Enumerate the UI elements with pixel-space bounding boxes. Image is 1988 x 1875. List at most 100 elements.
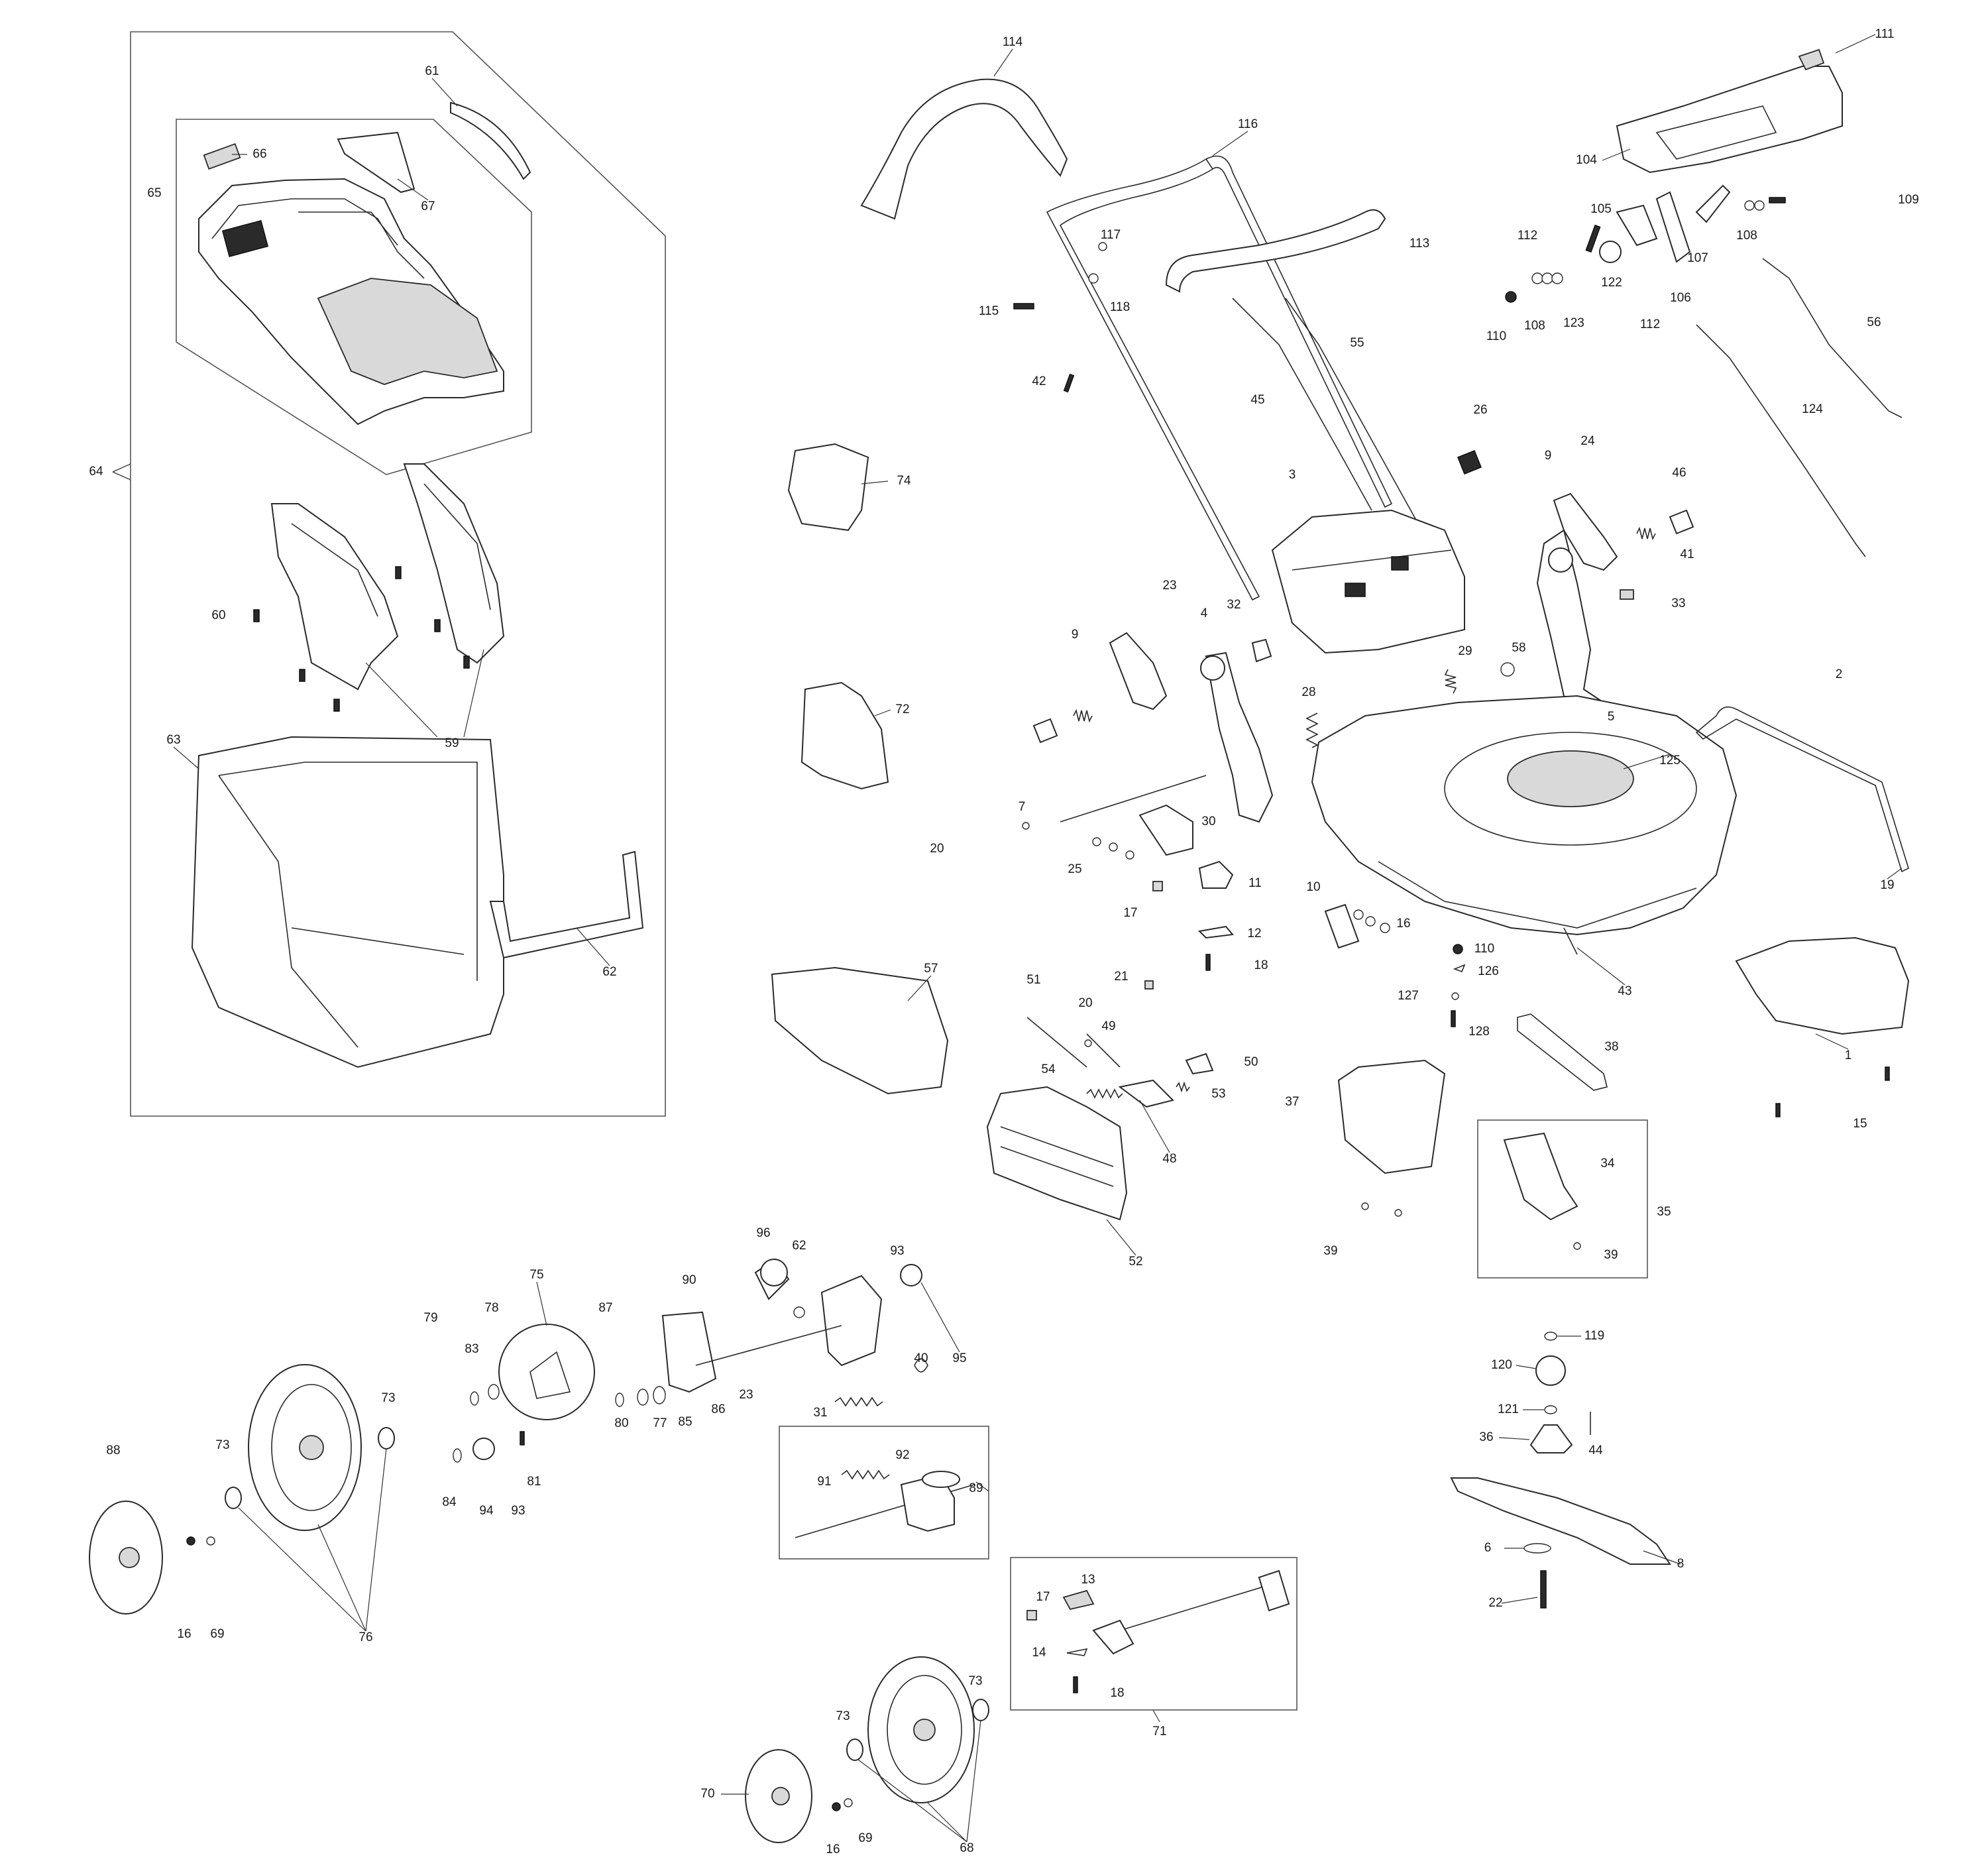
part-label-49: 49 — [1101, 1019, 1115, 1033]
adapter-34 — [1503, 1132, 1578, 1221]
part-label-87: 87 — [598, 1301, 612, 1315]
part-label-16: 16 — [177, 1627, 191, 1641]
part-label-20: 20 — [930, 842, 944, 856]
part-label-110: 110 — [1486, 329, 1506, 343]
part-label-66: 66 — [252, 147, 266, 161]
part-label-4: 4 — [1201, 606, 1208, 620]
part-label-123: 123 — [1563, 316, 1584, 330]
throttle-part-26 — [1457, 450, 1482, 475]
part-label-119: 119 — [1584, 1329, 1604, 1343]
top-cover — [1616, 66, 1843, 174]
part-label-18: 18 — [1254, 958, 1268, 972]
part-label-23: 23 — [1162, 579, 1176, 593]
bracket-105 — [1616, 204, 1658, 247]
part-label-15: 15 — [1853, 1117, 1867, 1131]
part-label-71: 71 — [1152, 1725, 1166, 1738]
screw-42 — [1063, 373, 1075, 393]
part-label-56: 56 — [1867, 315, 1881, 329]
part-label-12: 12 — [1247, 927, 1261, 940]
bracket-48 — [1118, 1079, 1174, 1108]
part-label-79: 79 — [423, 1311, 437, 1325]
part-label-125: 125 — [1659, 754, 1681, 767]
part-label-122: 122 — [1601, 276, 1622, 290]
part-label-128: 128 — [1468, 1025, 1490, 1039]
part-label-112: 112 — [1640, 317, 1660, 331]
part-label-24: 24 — [1580, 434, 1595, 448]
part-label-126: 126 — [1478, 964, 1499, 978]
bushing-62-lower — [793, 1306, 805, 1318]
blade-8 — [1450, 1477, 1671, 1565]
part-label-96: 96 — [756, 1226, 770, 1240]
part-label-38: 38 — [1604, 1040, 1618, 1054]
part-label-117: 117 — [1101, 228, 1121, 242]
pivot-disc-left — [1200, 655, 1225, 681]
washer-121 — [1544, 1405, 1557, 1414]
part-label-42: 42 — [1032, 374, 1046, 388]
bolt-109 — [1769, 197, 1786, 203]
part-label-112: 112 — [1518, 229, 1537, 243]
part-label-37: 37 — [1285, 1095, 1299, 1109]
rear-cover — [1735, 937, 1910, 1035]
part-label-7: 7 — [1019, 800, 1026, 814]
clip-20-lower — [1084, 1039, 1092, 1047]
nuts-16 — [1353, 909, 1390, 933]
spring-31 — [834, 1396, 883, 1407]
cap-96 — [760, 1259, 788, 1286]
part-label-73: 73 — [968, 1674, 982, 1688]
part-label-94: 94 — [479, 1504, 494, 1518]
part-label-11: 11 — [1248, 876, 1262, 890]
axle-end-plate — [1258, 1569, 1290, 1612]
catcher-handle-cover — [337, 131, 415, 194]
part-label-106: 106 — [1670, 291, 1691, 305]
pulley-120 — [1535, 1355, 1566, 1386]
catcher-clip — [203, 142, 241, 170]
bushing-21 — [1144, 980, 1154, 990]
adapter-36 — [1529, 1424, 1573, 1453]
part-label-77: 77 — [653, 1416, 667, 1430]
part-label-90: 90 — [682, 1273, 696, 1287]
nut-117 — [1098, 242, 1107, 251]
part-label-62: 62 — [602, 965, 616, 979]
nut-110 — [1505, 291, 1517, 303]
rear-door — [986, 1086, 1128, 1221]
part-label-127: 127 — [1398, 989, 1419, 1003]
part-label-74: 74 — [897, 474, 911, 488]
mulch-plug — [771, 966, 949, 1095]
part-label-104: 104 — [1576, 153, 1597, 167]
gear-plate — [820, 1275, 883, 1367]
part-label-61: 61 — [425, 64, 439, 78]
part-label-69: 69 — [210, 1627, 224, 1641]
part-label-91: 91 — [817, 1475, 831, 1489]
control-bail — [1165, 209, 1386, 293]
pivot-9-right — [1553, 492, 1618, 571]
rear-wheel-left — [248, 1364, 362, 1531]
bolt-123 — [1585, 224, 1601, 253]
bolt-22 — [1540, 1570, 1547, 1609]
part-label-81: 81 — [527, 1475, 541, 1489]
screw-39-c — [1573, 1242, 1581, 1250]
part-label-108: 108 — [1524, 319, 1545, 333]
discharge-label-74 — [787, 443, 869, 532]
engine-cover — [1271, 509, 1465, 654]
side-chute-37 — [1337, 1059, 1446, 1174]
spring-clip-12 — [1197, 925, 1234, 939]
spring-40 — [914, 1358, 928, 1373]
spring-clip-14 — [1066, 1648, 1088, 1656]
part-label-8: 8 — [1677, 1557, 1684, 1571]
part-label-115: 115 — [979, 304, 999, 318]
part-label-14: 14 — [1032, 1646, 1046, 1660]
part-label-109: 109 — [1898, 193, 1919, 207]
bracket-32 — [1251, 638, 1272, 663]
bracket-11 — [1198, 860, 1234, 889]
front-edge-43 — [1563, 927, 1578, 955]
rod-51 — [1026, 1017, 1087, 1068]
front-wheel — [867, 1656, 975, 1803]
part-label-70: 70 — [700, 1787, 714, 1801]
screw-18-front — [1073, 1676, 1078, 1693]
pin-81 — [520, 1431, 525, 1446]
spring-91 — [841, 1469, 890, 1480]
part-label-85: 85 — [678, 1415, 692, 1429]
spring-left — [1073, 709, 1093, 723]
